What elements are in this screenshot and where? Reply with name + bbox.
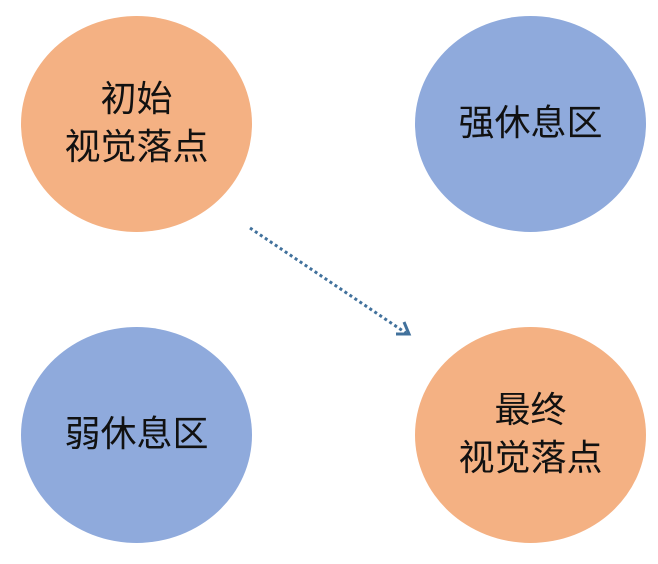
strong-rest-area-label: 强休息区 (458, 103, 603, 144)
initial-fixation-label-1: 初始 (100, 79, 173, 120)
final-fixation-label-2: 视觉落点 (458, 438, 603, 479)
strong-rest-area-circle: 强休息区 (415, 16, 646, 232)
arrow-head-icon (396, 321, 412, 336)
weak-rest-area-label: 弱休息区 (64, 414, 209, 455)
final-fixation-circle: 最终 视觉落点 (415, 327, 646, 543)
weak-rest-area-circle: 弱休息区 (21, 327, 252, 543)
dotted-arrow-line (249, 226, 407, 335)
initial-fixation-circle: 初始 视觉落点 (21, 16, 252, 232)
final-fixation-label-1: 最终 (494, 390, 567, 431)
initial-fixation-label-2: 视觉落点 (64, 127, 209, 168)
